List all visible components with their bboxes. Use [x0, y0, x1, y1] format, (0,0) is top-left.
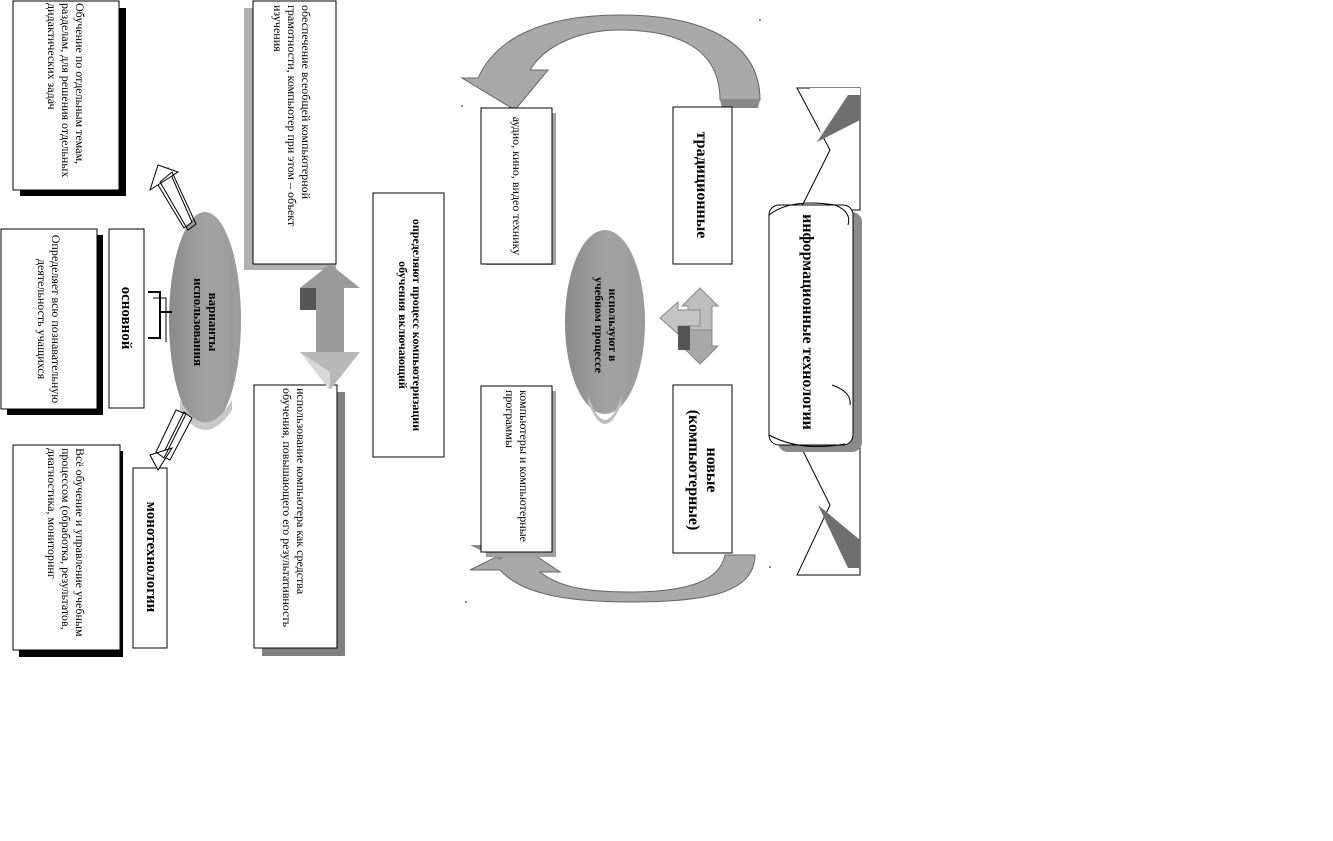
title-banner: [768, 87, 862, 576]
new-detail-box: [480, 385, 556, 557]
traditional-box: [672, 106, 733, 265]
basic-detail-text: Определяет всю познавательную деятельнос…: [35, 234, 63, 404]
variants-oval-label: варианты использования: [191, 277, 221, 367]
bracket-connector: [148, 291, 172, 342]
mono-label-box: [132, 467, 168, 649]
separate-topics-text: Обучение по отдельным темам, разделам, д…: [45, 3, 87, 178]
triple-arrow: [659, 287, 720, 365]
mono-detail-text: Всё обучение и управление учебным процес…: [45, 448, 87, 637]
literacy-box: [244, 0, 337, 270]
arrow-to-separate-box: [149, 164, 197, 231]
separate-topics-box: [12, 0, 126, 196]
traditional-label: традиционные: [693, 131, 711, 239]
literacy-text: обеспечение всеобщей компьютерной грамот…: [271, 5, 313, 227]
mono-label: монотехнологии: [142, 501, 159, 613]
means-text: использование компьютера как средства об…: [280, 388, 308, 628]
means-box: [253, 384, 345, 656]
center-oval: [565, 230, 645, 424]
traditional-detail-text: аудио, кино, видео технику: [509, 116, 524, 256]
new-detail-text: компьютеры и компьютерные программы: [503, 390, 531, 543]
new-label: новые (компьютерные): [685, 409, 721, 531]
variants-oval: [169, 212, 241, 430]
process-text: определяют процесс компьютеризации обуче…: [396, 218, 424, 432]
process-box: [372, 192, 445, 458]
basic-label-box: [108, 228, 145, 409]
double-arrow-vertical: [300, 264, 360, 390]
basic-label: основной: [117, 286, 134, 350]
new-box: [672, 384, 733, 554]
basic-detail-box: [0, 228, 103, 415]
top-curved-arrow: [460, 14, 761, 111]
arrow-to-mono-box: [149, 409, 193, 471]
diagram-title: информационные технологии: [799, 214, 817, 430]
center-oval-label: используют в учебном процессе: [592, 276, 620, 374]
mono-detail-box: [12, 444, 123, 657]
traditional-detail-box: [480, 107, 556, 265]
